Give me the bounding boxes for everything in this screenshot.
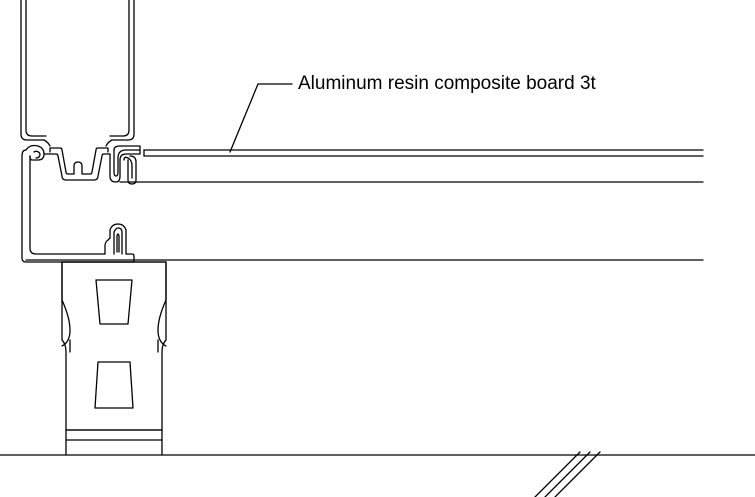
- ground: [0, 451, 755, 497]
- upper-post: [20, 0, 135, 147]
- composite-board: [143, 149, 704, 157]
- board-callout-label: Aluminum resin composite board 3t: [298, 73, 596, 94]
- callout-leader: [229, 83, 293, 153]
- rail-profile: [21, 144, 141, 263]
- beam-body: [25, 181, 704, 261]
- support-block: [61, 261, 167, 456]
